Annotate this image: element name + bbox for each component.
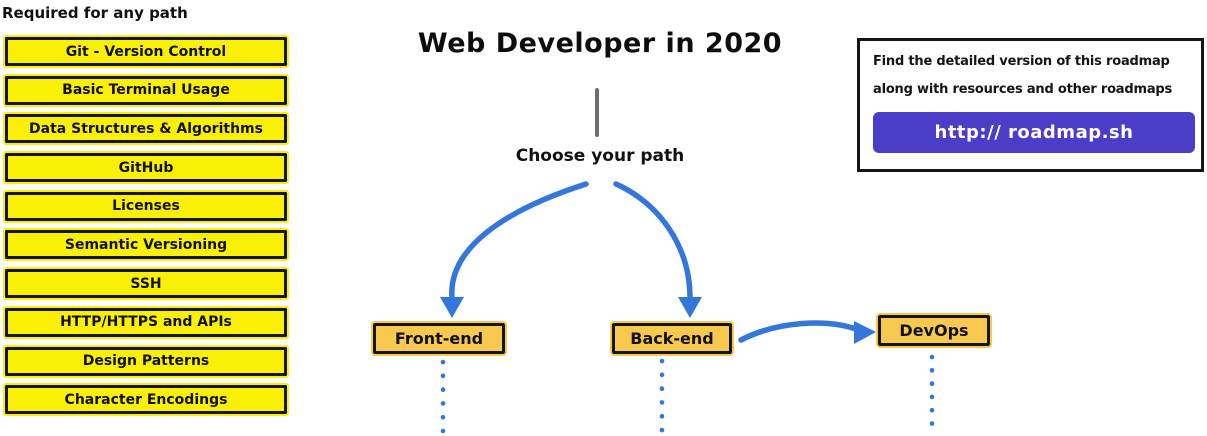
page-title: Web Developer in 2020 [417,28,783,59]
required-section-heading: Required for any path [2,4,188,22]
title-stem-line [595,88,599,137]
arrow-to-backend [613,181,693,301]
topic-node-licenses[interactable]: Licenses [3,189,289,223]
topic-node-terminal[interactable]: Basic Terminal Usage [3,73,289,107]
topic-node-ssh[interactable]: SSH [3,267,289,301]
path-node-frontend[interactable]: Front-end [371,321,507,356]
choose-path-label: Choose your path [515,146,685,166]
roadmap-url-button[interactable]: http:// roadmap.sh [873,112,1195,153]
topic-node-semver[interactable]: Semantic Versioning [3,228,289,262]
arrowhead-backend-icon [678,297,702,318]
path-node-backend[interactable]: Back-end [610,321,734,356]
topic-node-github[interactable]: GitHub [3,151,289,185]
topic-node-design-patterns[interactable]: Design Patterns [3,344,289,378]
arrowhead-frontend-icon [440,297,464,318]
path-node-devops[interactable]: DevOps [876,313,992,348]
info-text-line1: Find the detailed version of this roadma… [873,54,1170,69]
topic-node-dsa[interactable]: Data Structures & Algorithms [3,112,289,146]
topic-node-encodings[interactable]: Character Encodings [3,383,289,417]
arrow-to-frontend [449,181,589,301]
roadmap-info-box: Find the detailed version of this roadma… [857,38,1204,172]
arrow-backend-to-devops [738,320,859,343]
arrowhead-devops-icon [854,321,876,344]
info-text-line2: along with resources and other roadmaps [873,82,1173,97]
required-topics-list: Git - Version Control Basic Terminal Usa… [3,35,289,417]
topic-node-git[interactable]: Git - Version Control [3,35,289,68]
topic-node-http[interactable]: HTTP/HTTPS and APIs [3,305,289,339]
